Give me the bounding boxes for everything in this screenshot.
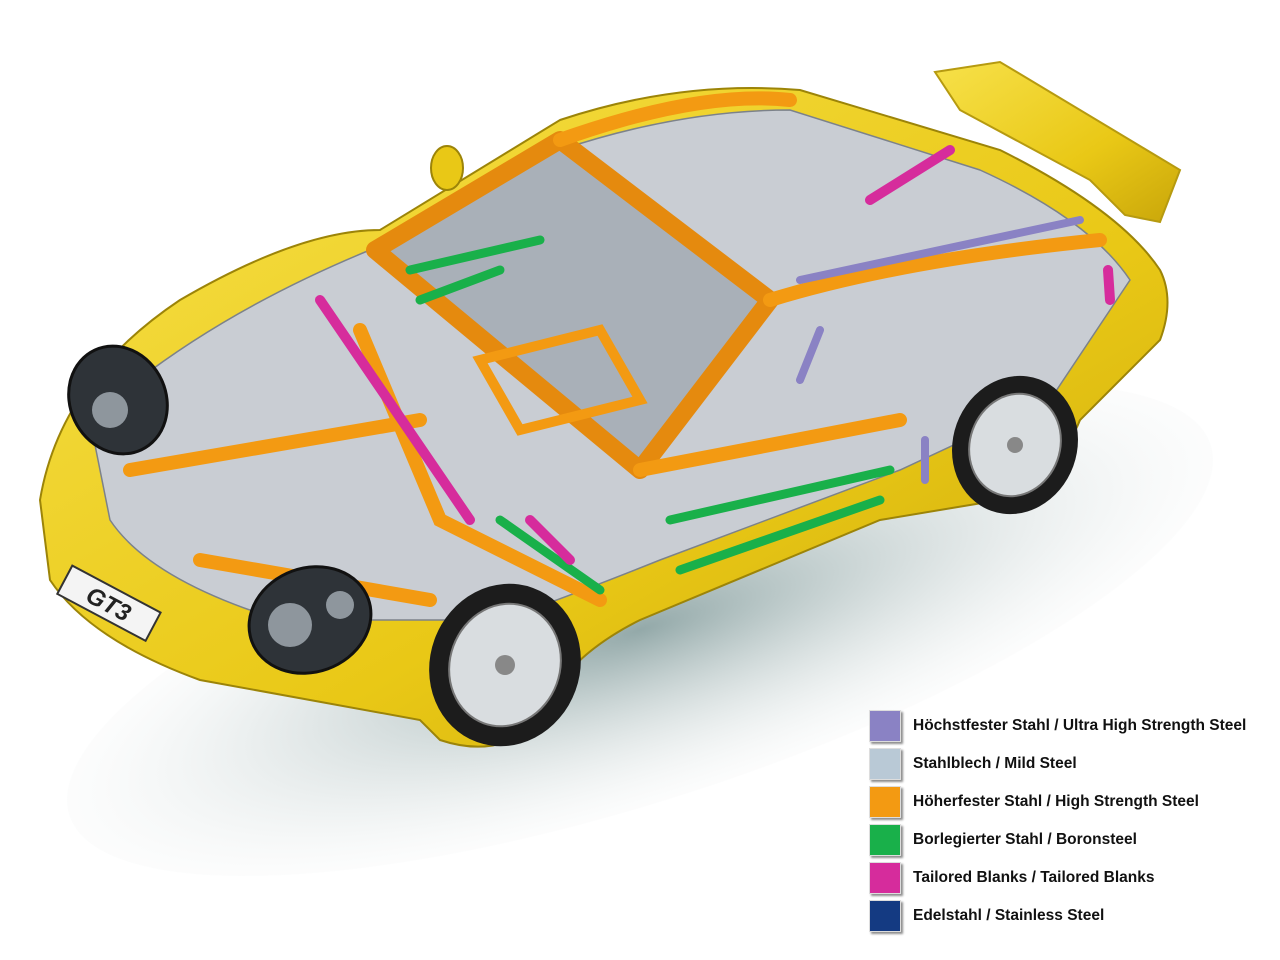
legend-item: Tailored Blanks / Tailored Blanks bbox=[869, 859, 1246, 897]
legend-swatch-high-strength-steel bbox=[869, 786, 901, 818]
high-strength-steel-parts bbox=[123, 91, 1107, 607]
legend-label: Edelstahl / Stainless Steel bbox=[913, 907, 1105, 924]
material-legend: Höchstfester Stahl / Ultra High Strength… bbox=[869, 707, 1246, 935]
legend-swatch-mild-steel bbox=[869, 748, 901, 780]
ultra-high-strength-parts bbox=[796, 216, 1084, 484]
rear-wheel bbox=[952, 375, 1078, 515]
headlight-right bbox=[247, 565, 373, 675]
legend-item: Stahlblech / Mild Steel bbox=[869, 745, 1246, 783]
legend-item: Höchstfester Stahl / Ultra High Strength… bbox=[869, 707, 1246, 745]
legend-swatch-boronsteel bbox=[869, 824, 901, 856]
legend-item: Edelstahl / Stainless Steel bbox=[869, 897, 1246, 935]
side-mirror bbox=[430, 145, 464, 191]
legend-label: Stahlblech / Mild Steel bbox=[913, 755, 1077, 772]
legend-item: Borlegierter Stahl / Boronsteel bbox=[869, 821, 1246, 859]
legend-label: Borlegierter Stahl / Boronsteel bbox=[913, 831, 1137, 848]
legend-item: Höherfester Stahl / High Strength Steel bbox=[869, 783, 1246, 821]
front-wheel bbox=[429, 583, 581, 747]
legend-label: Höchstfester Stahl / Ultra High Strength… bbox=[913, 717, 1247, 734]
legend-swatch-tailored-blanks bbox=[869, 862, 901, 894]
legend-swatch-ultra-high-strength-steel bbox=[869, 710, 901, 742]
headlight-left bbox=[67, 344, 169, 456]
boron-steel-parts bbox=[405, 235, 895, 595]
tailored-blank-parts bbox=[315, 145, 1115, 565]
legend-label: Höherfester Stahl / High Strength Steel bbox=[913, 793, 1199, 810]
legend-label: Tailored Blanks / Tailored Blanks bbox=[913, 869, 1155, 886]
legend-swatch-stainless-steel bbox=[869, 900, 901, 932]
rear-spoiler bbox=[933, 60, 1182, 224]
